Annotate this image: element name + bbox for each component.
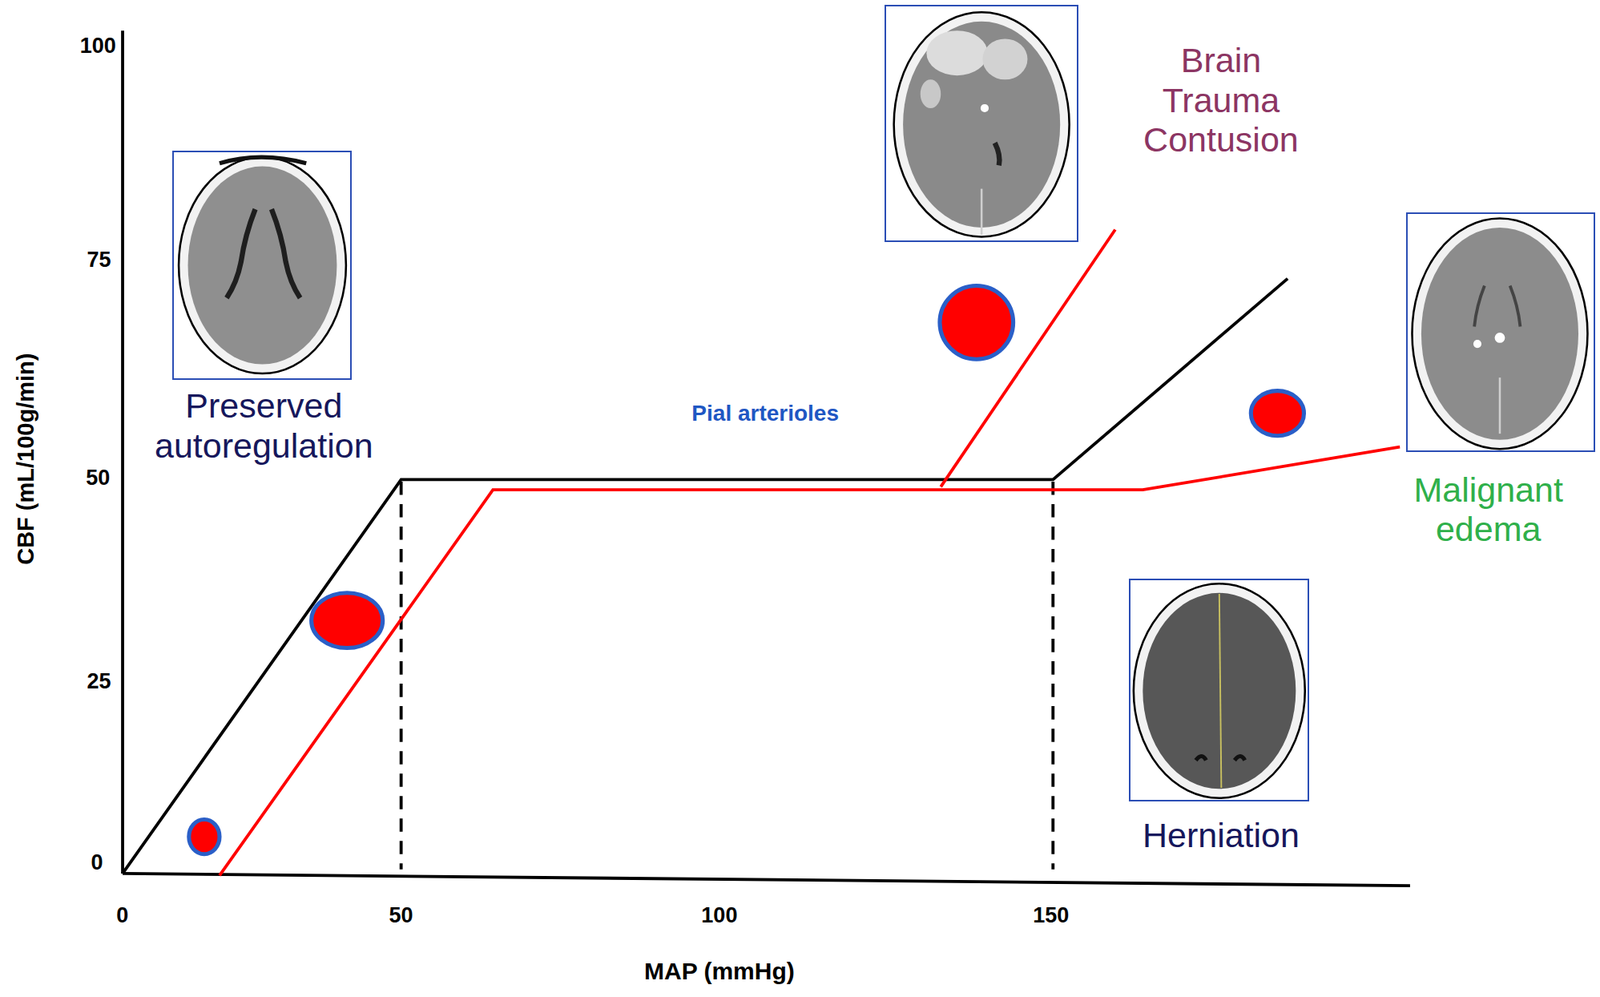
tick-label: 0 [90, 850, 103, 875]
calcification [980, 104, 989, 113]
tick-label: 100 [80, 33, 117, 59]
ct-background [1406, 213, 1594, 452]
brain [1421, 227, 1579, 440]
skull [1133, 583, 1306, 798]
limit-line [1051, 481, 1055, 870]
tick-label: 0 [116, 902, 129, 928]
limit-line [399, 481, 404, 870]
ct-image-frame: Brain Trauma Contusion [884, 4, 1079, 242]
ct-image-frame: Preserved autoregulation [172, 150, 352, 379]
skull [894, 12, 1070, 237]
y-axis [120, 30, 125, 874]
tick-label: 50 [389, 902, 414, 928]
ct-contusion [885, 6, 1077, 242]
ct-image-frame: Herniation [1128, 578, 1310, 802]
ventricles [226, 209, 301, 299]
axes [122, 30, 1411, 886]
condition-label: Preserved autoregulation [143, 386, 384, 466]
ct-background [173, 152, 352, 379]
condition-label: Malignant edema [1394, 470, 1583, 550]
calcification [1473, 339, 1482, 348]
brain [1142, 592, 1296, 789]
condition-label: Herniation [1142, 815, 1300, 855]
vessel-circle [939, 286, 1014, 360]
ventricles [1474, 286, 1520, 327]
ventricles [1196, 756, 1246, 761]
vessel-circle [311, 592, 383, 649]
brain [188, 166, 338, 365]
axis-title: MAP (mmHg) [644, 957, 795, 986]
shifted-curve [219, 447, 1400, 876]
vessel-circle [189, 818, 220, 854]
vessel-circle [1250, 390, 1304, 436]
contusion [926, 30, 988, 76]
contusion [982, 38, 1028, 80]
region-label: Pial arterioles [691, 400, 839, 427]
midline [1219, 593, 1222, 788]
ct-background [1129, 579, 1309, 800]
ct-preserved [173, 152, 352, 379]
ct-background [885, 6, 1077, 242]
calcification [1495, 332, 1506, 343]
axis-title: CBF (mL/100g/min) [12, 353, 40, 565]
skull [1411, 217, 1588, 449]
tick-label: 150 [1032, 902, 1069, 928]
tick-label: 100 [701, 902, 738, 928]
ct-image-frame: Malignant edema [1406, 212, 1596, 452]
tick-label: 50 [85, 465, 110, 491]
ventricle [995, 142, 1000, 166]
tick-label: 25 [87, 669, 112, 694]
skull [178, 157, 347, 374]
x-axis [122, 873, 1411, 886]
falx [1499, 377, 1502, 434]
condition-label: Brain Trauma Contusion [1126, 40, 1315, 160]
ct-herniation [1129, 579, 1309, 800]
tick-label: 75 [87, 247, 112, 273]
normal-curve [122, 278, 1288, 874]
frontal-bone [219, 157, 307, 164]
ct-edema [1406, 213, 1594, 452]
falx [980, 189, 984, 235]
contusion [920, 79, 941, 109]
